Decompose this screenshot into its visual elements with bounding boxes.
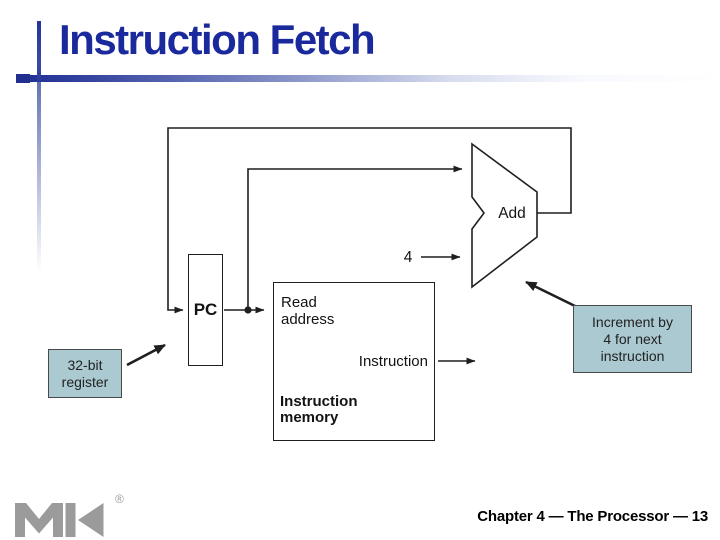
adder-alu-shape (471, 142, 538, 289)
logo-letter-m (15, 503, 63, 537)
slide-title: Instruction Fetch (59, 16, 376, 63)
logo-k-triangle (78, 503, 104, 537)
footer-page-label: Chapter 4 — The Processor — 13 (477, 508, 708, 525)
registered-trademark: ® (115, 492, 124, 506)
callout-arrow-increment-to-adder (525, 280, 578, 309)
callout-increment-by-4: Increment by 4 for next instruction (573, 305, 692, 373)
callout-32-bit-register: 32-bit register (48, 349, 122, 398)
logo-k-bar (65, 503, 76, 537)
instruction-memory-label: Instruction memory (280, 393, 358, 426)
instruction-output-label: Instruction (358, 353, 428, 370)
adder-label: Add (498, 205, 526, 222)
title-underline-bar-cap (16, 74, 30, 83)
wire-adder-output-to-pc-loop (167, 127, 572, 314)
read-address-label: Read address (281, 294, 335, 328)
title-underline-bar (16, 75, 720, 82)
instruction-memory-box: Read address Instruction Instruction mem… (273, 282, 435, 441)
pc-label: PC (193, 300, 218, 319)
template-vertical-line-top (37, 21, 41, 82)
callout-arrow-register-to-pc (126, 343, 166, 367)
template-vertical-line-bottom (37, 82, 41, 272)
pc-register-box: PC (188, 254, 223, 366)
increment-constant-label: 4 (403, 249, 413, 266)
wire-pc-to-adder (247, 165, 463, 310)
mk-publisher-logo (15, 503, 104, 537)
wire-junction-dot (244, 306, 252, 314)
